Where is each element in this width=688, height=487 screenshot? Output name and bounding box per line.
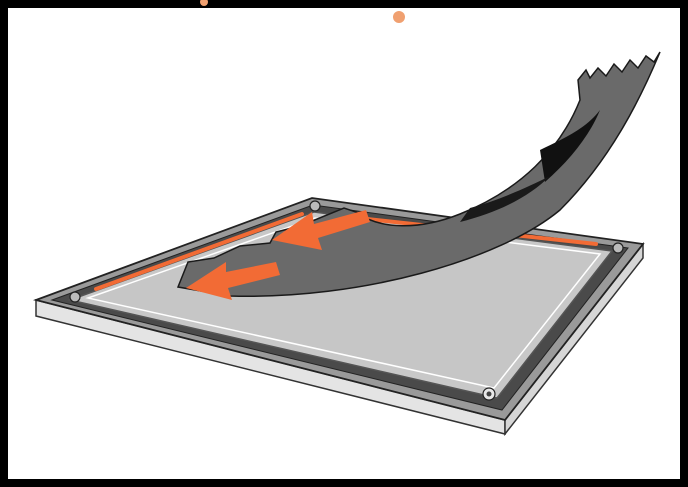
corner-screw <box>310 201 320 211</box>
screw-hole <box>487 392 492 397</box>
corner-screw <box>613 243 623 253</box>
corner-screw <box>70 292 80 302</box>
marker-dot <box>393 11 405 23</box>
